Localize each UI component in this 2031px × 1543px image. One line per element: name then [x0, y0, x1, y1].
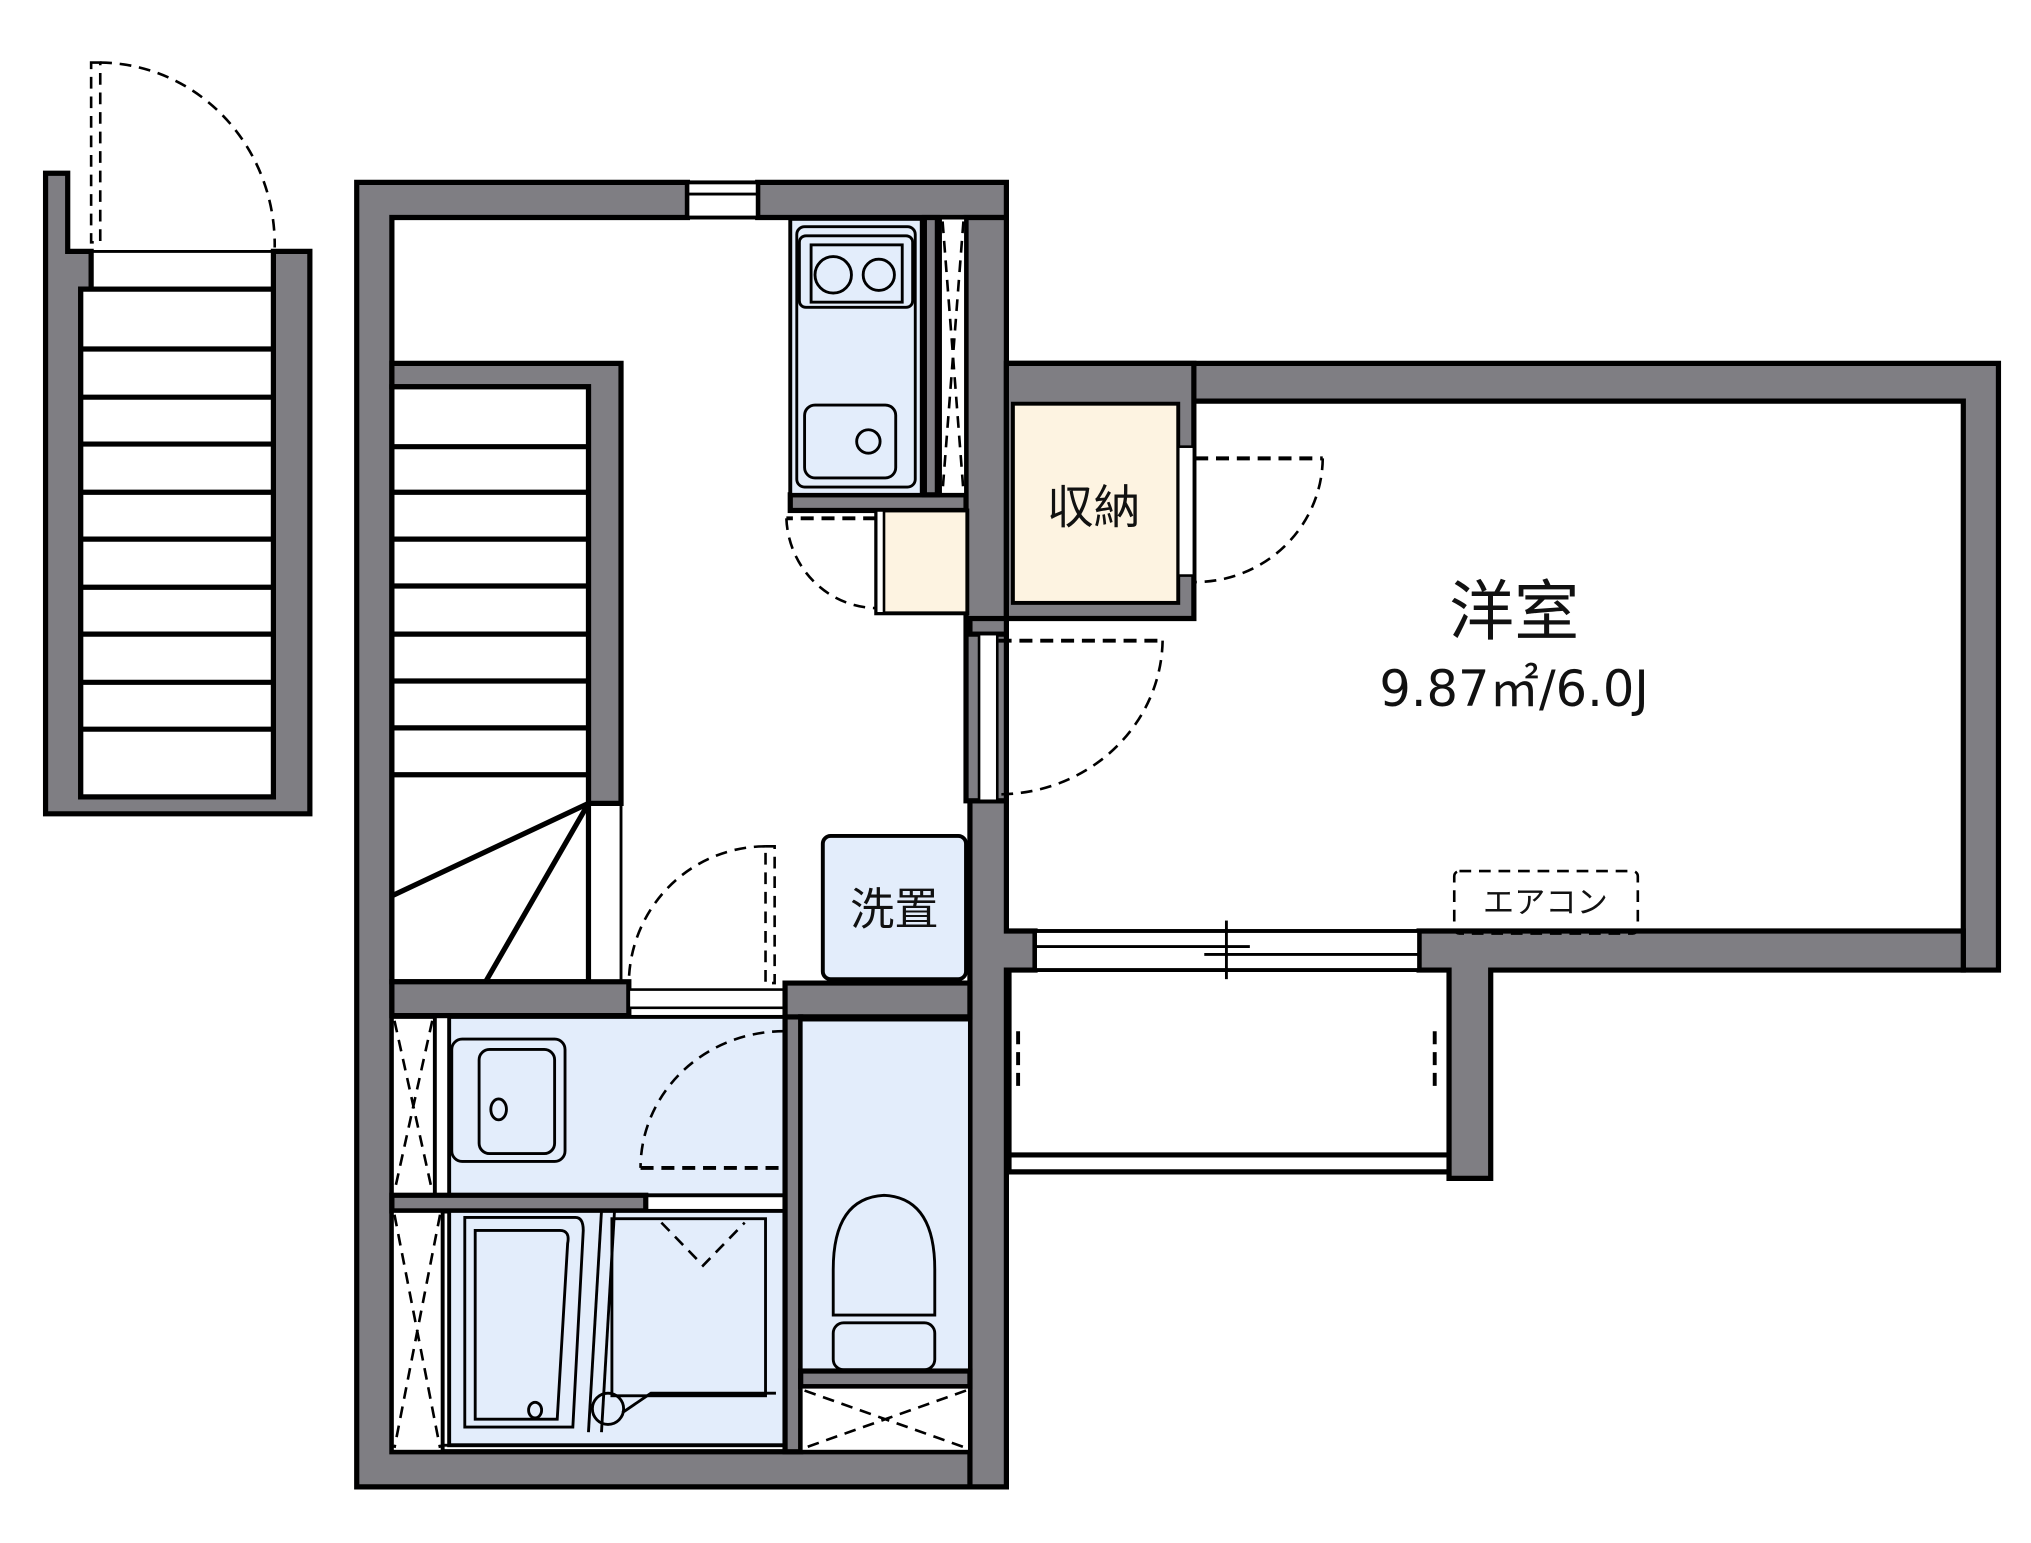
washer-space: 洗置: [820, 833, 968, 982]
room-name: 洋室: [1449, 575, 1579, 650]
bathtub-icon: [463, 1210, 776, 1433]
air-conditioner: エアコン: [1452, 869, 1640, 935]
toilet-room: [782, 1014, 973, 1455]
washroom-door: [627, 845, 787, 1010]
western-room: 洋室 9.87㎡/6.0J エアコン: [967, 575, 1649, 935]
bathroom: [389, 1208, 788, 1454]
washbasin-icon: [450, 1037, 567, 1163]
kitchen-counter: [788, 216, 924, 497]
stove-burner-icon: [813, 255, 853, 295]
sink-icon: [803, 403, 898, 480]
storage-label: 収納: [1047, 481, 1141, 535]
storage-x-icon: [798, 1384, 972, 1454]
kitchen: [785, 214, 1009, 804]
svg-text:エアコン: エアコン: [1483, 885, 1608, 921]
storage-closet: 収納: [1003, 360, 1325, 622]
room-area: 9.87㎡/6.0J: [1379, 660, 1649, 718]
interior-staircase: [389, 360, 632, 1019]
balcony: [1006, 970, 1450, 1175]
entrance-door-swing-icon: [89, 61, 277, 248]
exterior-staircase: [42, 61, 313, 817]
fridge-space: [938, 215, 968, 497]
washroom: [389, 980, 973, 1214]
storage-x-icon: [389, 1208, 445, 1454]
washer-label: 洗置: [850, 884, 939, 935]
storage-x-icon: [389, 1014, 437, 1198]
stove-burner-icon: [861, 257, 896, 292]
shoe-cabinet: [785, 508, 970, 616]
sliding-window: [1033, 920, 1422, 980]
